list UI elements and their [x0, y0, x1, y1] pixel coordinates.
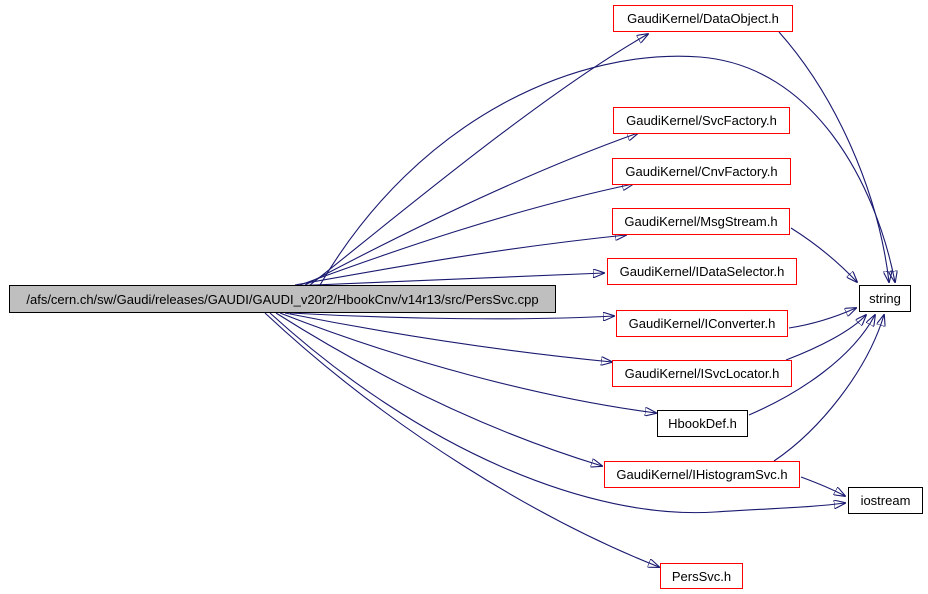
edge-main-to-isvclocator [284, 312, 612, 362]
edge-ihistogramsvc-to-iostream [800, 476, 845, 496]
edge-main-to-msgstream [294, 235, 626, 286]
node-hbookdef-h[interactable]: HbookDef.h [657, 410, 748, 437]
node-gaudikernel-cnvfactory-h[interactable]: GaudiKernel/CnvFactory.h [612, 158, 791, 185]
edge-main-to-string [319, 55, 895, 286]
node-gaudikernel-isvclocator-h[interactable]: GaudiKernel/ISvcLocator.h [612, 360, 792, 387]
edge-main-to-dataobject [309, 34, 648, 286]
node-gaudikernel-iconverter-h[interactable]: GaudiKernel/IConverter.h [616, 310, 788, 337]
node-perssvc-h[interactable]: PersSvc.h [660, 563, 743, 589]
node-string: string [859, 285, 911, 312]
edge-main-to-perssvc [264, 312, 659, 567]
edge-main-to-cnvfactory [299, 184, 633, 286]
edge-ihistogramsvc-to-string [773, 315, 884, 462]
edge-main-to-iostream [269, 312, 845, 514]
node-perssvc-cpp: /afs/cern.ch/sw/Gaudi/releases/GAUDI/GAU… [9, 285, 556, 313]
edge-isvclocator-to-string [785, 315, 866, 361]
edge-main-to-svcfactory [304, 133, 638, 286]
node-gaudikernel-ihistogramsvc-h[interactable]: GaudiKernel/IHistogramSvc.h [604, 461, 800, 488]
edge-msgstream-to-string [790, 227, 857, 282]
edge-iconverter-to-string [788, 308, 856, 329]
edge-main-to-iconverter [289, 313, 614, 319]
node-gaudikernel-msgstream-h[interactable]: GaudiKernel/MsgStream.h [612, 208, 790, 235]
edge-main-to-idataselector [289, 273, 604, 287]
node-iostream: iostream [848, 487, 923, 514]
edge-main-to-ihistogramsvc [275, 312, 602, 466]
edge-main-to-hbookdef [279, 312, 656, 413]
node-gaudikernel-idataselector-h[interactable]: GaudiKernel/IDataSelector.h [607, 258, 797, 285]
node-gaudikernel-svcfactory-h[interactable]: GaudiKernel/SvcFactory.h [613, 107, 790, 134]
node-gaudikernel-dataobject-h[interactable]: GaudiKernel/DataObject.h [613, 5, 793, 32]
edge-hbookdef-to-string [748, 315, 875, 416]
edge-dataobject-to-string [778, 31, 889, 282]
